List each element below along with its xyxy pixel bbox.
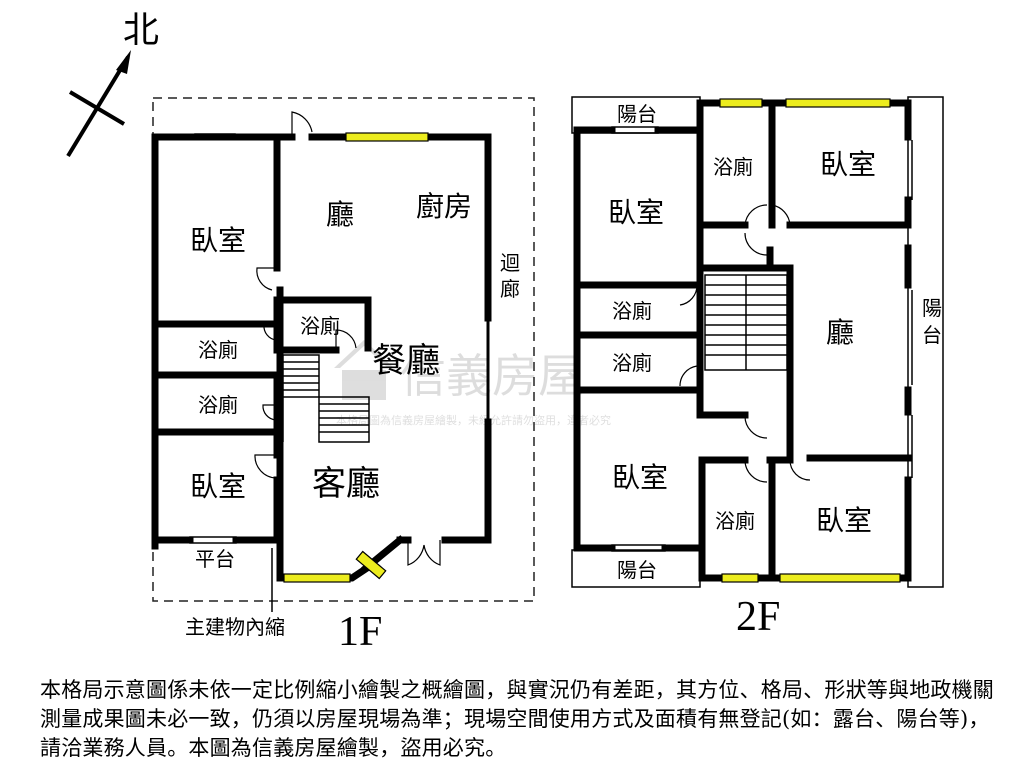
room-bedroom-ne: 臥室	[820, 148, 876, 181]
disclaimer-text: 本格局示意圖係未依一定比例縮小繪製之概繪圖，與實況仍有差距，其方位、格局、形狀等…	[40, 678, 994, 760]
door	[262, 404, 277, 421]
door	[679, 365, 698, 387]
room-bedroom-se: 臥室	[816, 504, 872, 537]
floor-plan: 北	[66, 10, 944, 655]
room-bedroom-nw: 臥室	[608, 196, 664, 229]
watermark-caption: 本格局圖為信義房屋繪製，未經允許請勿盜用，違者必究	[336, 413, 611, 427]
door	[744, 414, 768, 439]
room-bath-left-upper: 浴廁	[612, 299, 652, 323]
door	[771, 204, 791, 226]
room-bedroom-south: 臥室	[190, 470, 246, 503]
balcony-side-outline	[907, 96, 944, 588]
watermark: 信義房屋 本格局圖為信義房屋繪製，未經允許請勿盜用，違者必究	[334, 340, 611, 427]
room-bath-bottom: 浴廁	[715, 509, 755, 533]
room-bath-inner: 浴廁	[300, 314, 340, 338]
room-bedroom-north: 臥室	[190, 224, 246, 257]
stairs-2f	[704, 274, 788, 371]
window	[719, 98, 763, 108]
door	[291, 111, 313, 137]
corridor-top-char: 迴	[500, 251, 520, 275]
sliding-window	[194, 133, 236, 140]
door	[263, 324, 277, 341]
compass: 北	[66, 10, 159, 158]
room-hall: 廳	[326, 198, 354, 231]
door	[789, 459, 811, 481]
room-bath-lower: 浴廁	[198, 393, 238, 417]
room-bedroom-sw: 臥室	[612, 461, 668, 494]
room-platform: 平台	[195, 547, 235, 571]
floor-1: 臥室 廳 廚房 迴 廊 浴廁 餐廳 浴廁 浴廁 臥室 客廳 平台 主建物內縮 1…	[151, 97, 535, 655]
entrance-double-door	[407, 540, 441, 566]
corridor-bottom-char: 廊	[500, 277, 520, 301]
window	[779, 573, 901, 583]
balcony-side-bottom-char: 台	[922, 323, 942, 347]
door	[256, 267, 277, 291]
door	[254, 454, 277, 479]
north-label: 北	[123, 10, 159, 51]
window	[283, 573, 351, 583]
room-bath-upper: 浴廁	[198, 338, 238, 362]
floor-2: 陽台 浴廁 臥室 臥室 浴廁 浴廁 廳 陽 台 臥室 浴廁 臥室 陽台 2F	[571, 96, 944, 640]
room-balcony-bottom: 陽台	[617, 558, 657, 582]
window	[345, 132, 429, 142]
room-bath-top: 浴廁	[713, 155, 753, 179]
room-bath-left-lower: 浴廁	[612, 351, 652, 375]
balcony-side-top-char: 陽	[922, 296, 942, 320]
room-living: 客廳	[312, 464, 380, 504]
room-balcony-top: 陽台	[617, 102, 657, 126]
door	[744, 459, 768, 483]
stairs-1f	[282, 354, 370, 443]
door	[679, 284, 698, 306]
sliding-window	[611, 126, 659, 134]
setback-note: 主建物內縮	[185, 615, 285, 639]
floor-1-title: 1F	[338, 609, 382, 655]
door	[335, 329, 357, 350]
room-kitchen: 廚房	[416, 190, 472, 223]
door	[744, 204, 768, 226]
house-logo-icon	[334, 340, 394, 400]
window	[785, 98, 891, 108]
door	[744, 232, 768, 256]
room-hall-2f: 廳	[826, 316, 854, 349]
window	[355, 550, 387, 580]
north-arrow-icon	[116, 50, 131, 74]
watermark-brand: 信義房屋	[400, 349, 584, 403]
sliding-window	[189, 536, 237, 544]
sliding-window	[611, 544, 666, 552]
window	[721, 573, 759, 583]
floor-2-title: 2F	[736, 594, 780, 640]
room-dining: 餐廳	[372, 341, 440, 381]
